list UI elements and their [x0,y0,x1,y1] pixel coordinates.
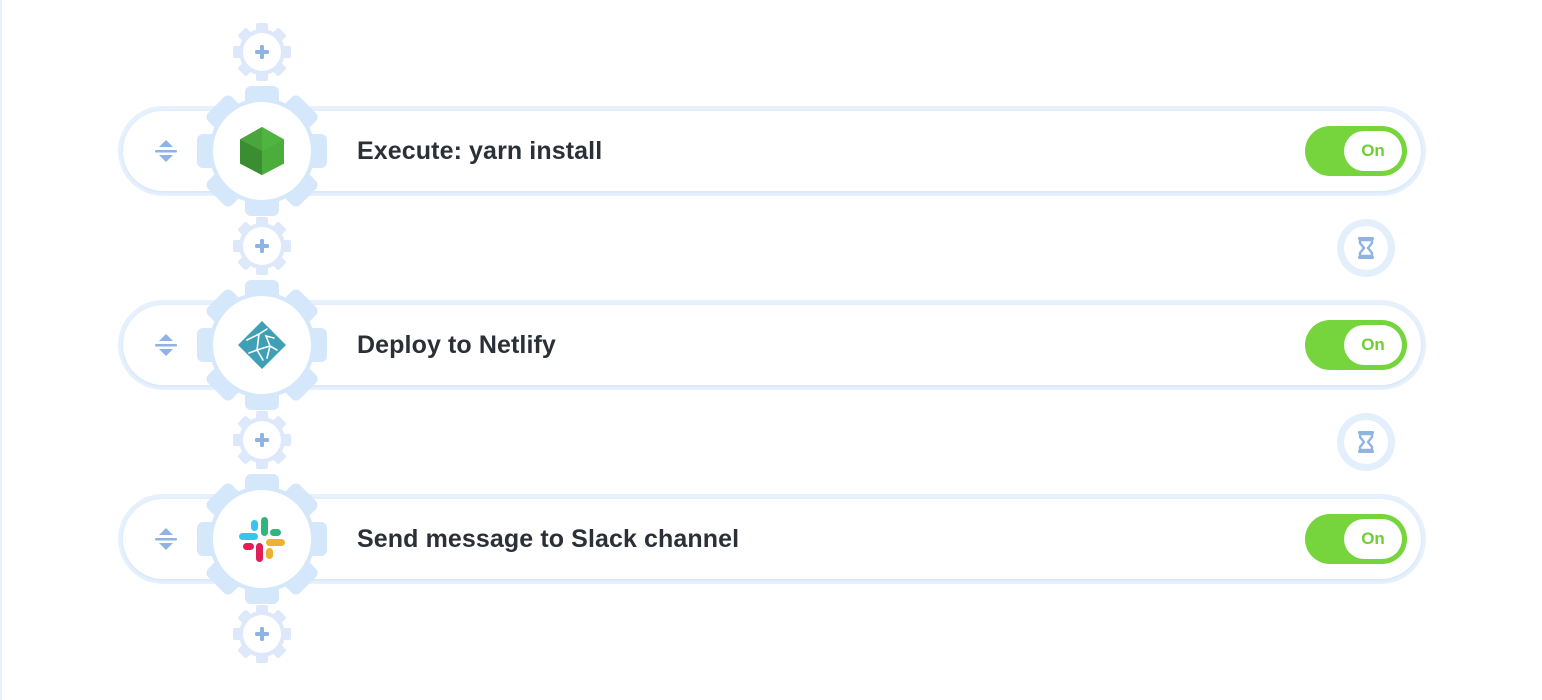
gear-icon [197,474,327,604]
pipeline-step-slack-message[interactable]: Send message to Slack channel On [118,494,1426,584]
toggle-label: On [1344,131,1402,171]
plus-icon [233,605,291,663]
step-card: Deploy to Netlify On [123,305,1421,385]
delay-button-inner [1344,226,1388,270]
plus-icon [233,411,291,469]
step-enabled-toggle[interactable]: On [1305,126,1407,176]
netlify-logo-icon [238,321,286,369]
delay-button[interactable] [1337,413,1395,471]
integration-gear[interactable] [197,86,327,216]
integration-gear[interactable] [197,474,327,604]
pipeline-step-deploy-netlify[interactable]: Deploy to Netlify On [118,300,1426,390]
delay-button[interactable] [1337,219,1395,277]
step-card: Send message to Slack channel On [123,499,1421,579]
delay-button-inner [1344,420,1388,464]
hourglass-icon [1358,237,1374,259]
nodejs-logo-icon [240,127,284,175]
add-step-button[interactable] [233,605,291,663]
step-title: Execute: yarn install [357,137,603,165]
step-enabled-toggle[interactable]: On [1305,320,1407,370]
integration-gear[interactable] [197,280,327,410]
page-left-border [0,0,2,700]
slack-logo-icon [239,517,285,562]
drag-handle-icon[interactable] [151,135,181,167]
pipeline-step-yarn-install[interactable]: Execute: yarn install On [118,106,1426,196]
step-card: Execute: yarn install On [123,111,1421,191]
step-title: Send message to Slack channel [357,525,740,553]
plus-icon [233,217,291,275]
drag-handle-icon[interactable] [151,329,181,361]
toggle-label: On [1344,325,1402,365]
add-step-button[interactable] [233,23,291,81]
step-title: Deploy to Netlify [357,331,556,359]
step-enabled-toggle[interactable]: On [1305,514,1407,564]
add-step-button[interactable] [233,411,291,469]
plus-icon [233,23,291,81]
toggle-label: On [1344,519,1402,559]
drag-handle-icon[interactable] [151,523,181,555]
hourglass-icon [1358,431,1374,453]
add-step-button[interactable] [233,217,291,275]
